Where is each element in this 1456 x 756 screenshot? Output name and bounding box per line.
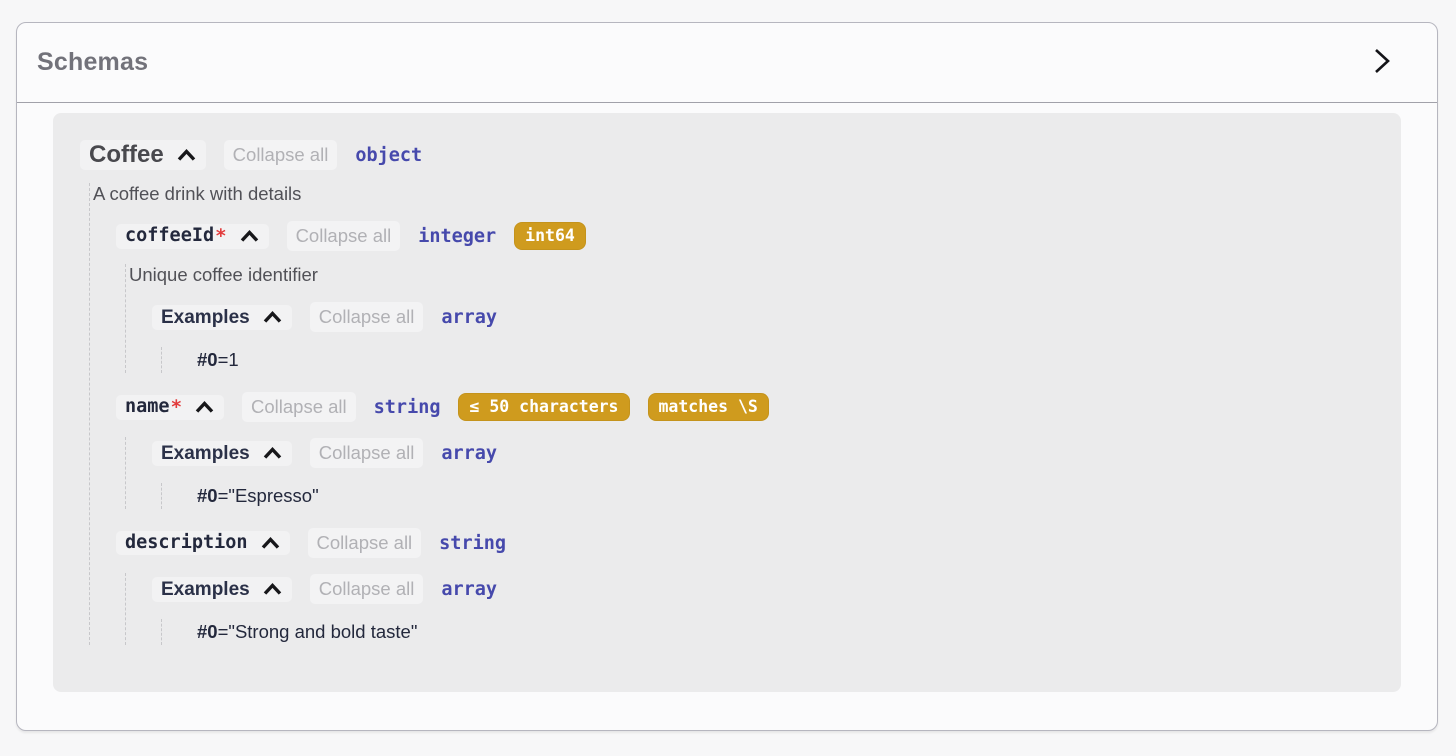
type-label: string <box>373 396 441 418</box>
node-name: Examples <box>161 442 250 464</box>
required-marker: * <box>215 224 227 247</box>
chevron-up-icon <box>182 400 215 414</box>
chevron-up-icon <box>164 148 197 162</box>
chevron-up-icon <box>250 582 283 596</box>
node-children: #0=1 <box>161 347 1381 373</box>
collapse-all-button[interactable]: Collapse all <box>307 528 422 558</box>
collapse-all-button[interactable]: Collapse all <box>309 302 424 332</box>
node-row-coffee: Coffee Collapse all object <box>80 139 1381 171</box>
chevron-up-icon <box>248 536 281 550</box>
node-children: #0="Espresso" <box>161 483 1381 509</box>
example-item: #0="Strong and bold taste" <box>197 619 1381 645</box>
type-label: string <box>439 532 506 554</box>
collapse-all-button[interactable]: Collapse all <box>309 574 424 604</box>
node-children: Examples Collapse all array #0="Espresso" <box>125 437 1381 509</box>
node-toggle-coffeeid[interactable]: coffeeId* <box>116 223 269 249</box>
type-label: array <box>441 306 498 328</box>
node-name: name <box>125 395 170 417</box>
type-label: integer <box>418 225 497 247</box>
example-item: #0="Espresso" <box>197 483 1381 509</box>
page-title: Schemas <box>37 48 149 76</box>
constraint-badge: ≤ 50 characters <box>458 393 630 421</box>
chevron-up-icon <box>250 446 283 460</box>
collapse-all-button[interactable]: Collapse all <box>242 392 356 422</box>
node-toggle-examples[interactable]: Examples <box>152 576 292 602</box>
node-children: #0="Strong and bold taste" <box>161 619 1381 645</box>
node-toggle-coffee[interactable]: Coffee <box>80 140 206 170</box>
expand-section-button[interactable] <box>1369 45 1395 80</box>
node-row-examples: Examples Collapse all array <box>152 301 1381 333</box>
example-item: #0=1 <box>197 347 1381 373</box>
constraint-badge: int64 <box>514 222 586 250</box>
example-value: ="Strong and bold taste" <box>217 621 418 642</box>
chevron-right-icon <box>1369 45 1395 80</box>
node-row-coffeeid: coffeeId* Collapse all integer int64 <box>116 220 1381 252</box>
node-row-description: description Collapse all string <box>116 527 1381 559</box>
required-marker: * <box>170 395 183 418</box>
node-children: Examples Collapse all array #0="Strong and … <box>125 573 1381 645</box>
node-toggle-examples[interactable]: Examples <box>152 304 292 330</box>
collapse-all-button[interactable]: Collapse all <box>223 140 338 170</box>
node-name: Examples <box>161 578 250 600</box>
example-value: =1 <box>217 349 239 370</box>
type-label: array <box>441 578 498 600</box>
type-label: array <box>441 442 498 464</box>
node-toggle-examples[interactable]: Examples <box>152 440 292 466</box>
collapse-all-button[interactable]: Collapse all <box>286 221 401 251</box>
node-name: coffeeId <box>125 224 215 246</box>
example-index: #0 <box>197 485 218 506</box>
example-index: #0 <box>197 621 218 642</box>
node-toggle-name[interactable]: name* <box>116 394 225 420</box>
collapse-all-button[interactable]: Collapse all <box>309 438 424 468</box>
node-row-examples: Examples Collapse all array <box>152 573 1381 605</box>
node-name: description <box>125 531 248 553</box>
node-name: Coffee <box>89 141 164 168</box>
example-value: ="Espresso" <box>217 485 319 506</box>
constraint-badge: matches \S <box>647 393 769 421</box>
schemas-header: Schemas <box>17 23 1437 103</box>
chevron-up-icon <box>250 310 283 324</box>
type-label: object <box>355 144 423 166</box>
node-description: A coffee drink with details <box>93 183 302 204</box>
node-toggle-description[interactable]: description <box>116 530 290 556</box>
node-row-examples: Examples Collapse all array <box>152 437 1381 469</box>
example-index: #0 <box>197 349 218 370</box>
node-name: Examples <box>161 306 250 328</box>
node-row-name: name* Collapse all string ≤ 50 characters ma… <box>116 391 1381 423</box>
node-description: Unique coffee identifier <box>129 264 318 285</box>
chevron-up-icon <box>227 229 260 243</box>
